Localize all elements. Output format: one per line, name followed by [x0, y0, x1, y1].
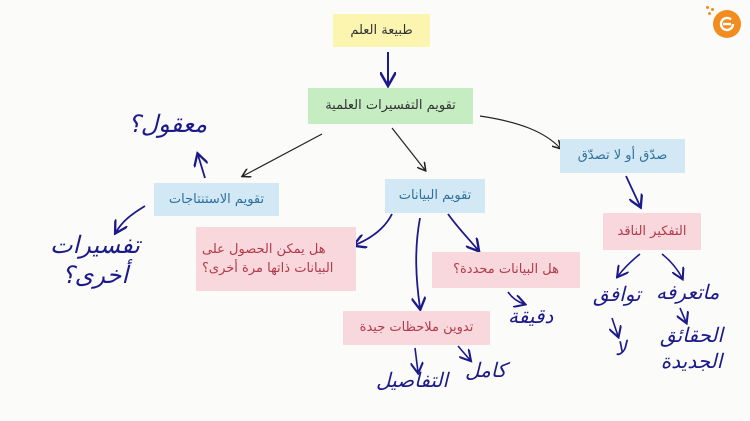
node-can-obtain-line2: البيانات ذاتها مرة أخرى؟: [202, 261, 334, 276]
arrow-to-details: [415, 347, 418, 372]
hand-other-explanations: تفسيرات أخرى؟: [50, 230, 140, 290]
node-believe-or-not-label: صدّق أو لا تصدّق: [577, 148, 668, 164]
hand-accurate: دقيقة: [508, 304, 554, 328]
node-good-notes-label: تدوين ملاحظات جيدة: [359, 320, 474, 336]
hand-new-facts: الحقائق الجديدة: [660, 322, 723, 374]
node-data-specific: هل البيانات محددة؟: [432, 252, 580, 288]
hand-what-you-know: ماتعرفه: [656, 280, 720, 304]
arrow-to-data: [391, 127, 425, 170]
arrow-to-critical: [625, 175, 640, 206]
arrow-to-other: [116, 205, 146, 232]
arrow-to-complete: [457, 345, 470, 360]
node-evaluating-conclusions-label: تقويم الاستنتاجات: [168, 191, 265, 207]
arrow-to-accurate: [507, 291, 524, 304]
arrow-to-conclusions: [243, 133, 323, 176]
brand-logo-icon: [719, 16, 735, 32]
hand-new-facts-line2: الجديدة: [660, 349, 723, 373]
node-can-obtain-again: هل يمكن الحصول على البيانات ذاتها مرة أخ…: [196, 227, 356, 291]
arrow-to-new-facts: [680, 307, 686, 322]
arrow-to-can-obtain: [355, 213, 393, 245]
hand-no: لا: [615, 336, 627, 360]
arrow-to-what-you-know: [661, 253, 682, 278]
arrow-to-reasonable: [198, 155, 205, 179]
hand-new-facts-line1: الحقائق: [660, 323, 724, 347]
brand-logo: [713, 10, 741, 38]
hand-agree: توافق: [593, 282, 641, 306]
node-critical-thinking: التفكير الناقد: [603, 213, 701, 250]
arrow-to-no: [612, 317, 618, 336]
hand-reasonable: معقول؟: [128, 110, 208, 138]
node-evaluating-conclusions: تقويم الاستنتاجات: [154, 183, 279, 216]
node-critical-thinking-label: التفكير الناقد: [617, 223, 687, 239]
hand-complete: كامل: [465, 358, 507, 382]
node-nature-of-science: طبيعة العلم: [333, 14, 430, 47]
node-evaluating-data: تقويم البيانات: [385, 179, 485, 213]
node-evaluating-explanations-label: تقويم التفسيرات العلمية: [325, 98, 456, 114]
hand-other-line2: أخرى؟: [61, 261, 129, 289]
arrow-to-specific: [447, 213, 478, 250]
node-nature-of-science-label: طبيعة العلم: [350, 22, 413, 38]
node-evaluating-explanations: تقويم التفسيرات العلمية: [308, 88, 473, 124]
hand-other-line1: تفسيرات: [50, 231, 140, 259]
node-evaluating-data-label: تقويم البيانات: [398, 188, 472, 204]
arrow-to-believe: [479, 115, 560, 148]
arrow-to-good-notes: [416, 217, 420, 308]
brand-dots: [706, 6, 716, 16]
node-data-specific-label: هل البيانات محددة؟: [453, 262, 559, 278]
hand-details: التفاصيل: [376, 368, 449, 392]
node-can-obtain-line1: هل يمكن الحصول على: [202, 241, 326, 257]
arrow-to-agree: [618, 253, 641, 276]
node-good-notes: تدوين ملاحظات جيدة: [343, 311, 490, 345]
node-believe-or-not: صدّق أو لا تصدّق: [560, 139, 685, 173]
